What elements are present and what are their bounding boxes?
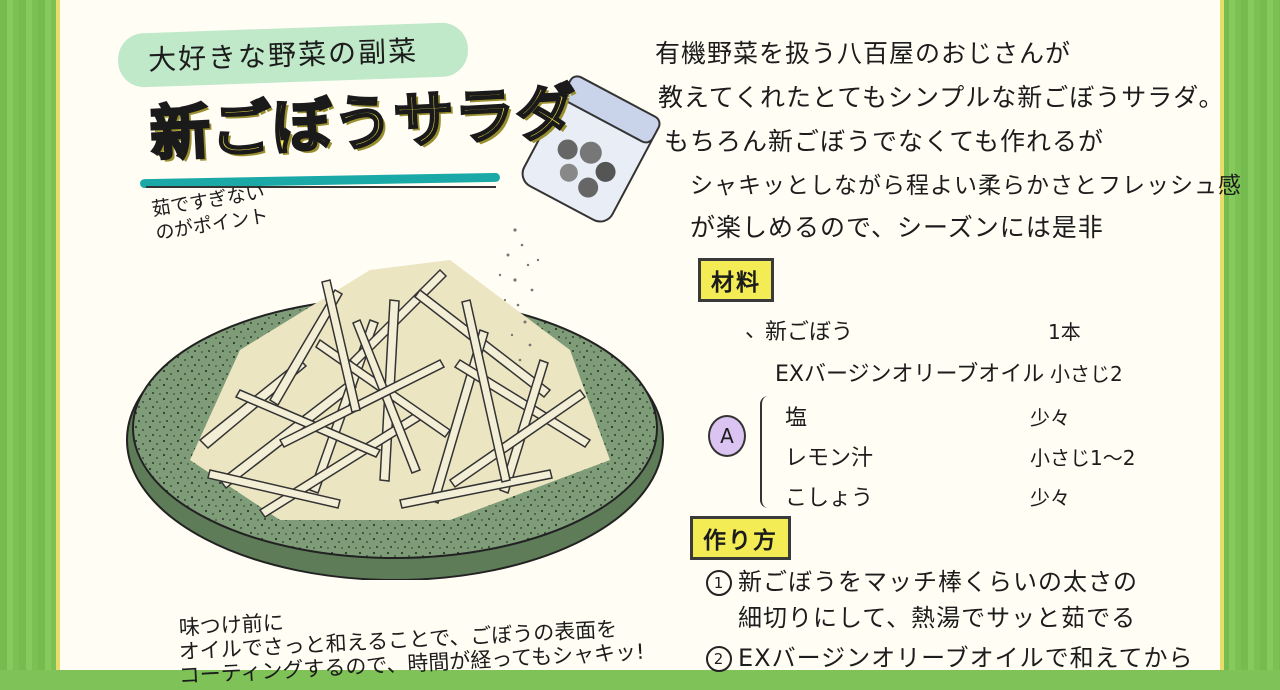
- group-brace: [760, 396, 774, 508]
- intro-line-5: が楽しめるので、シーズンには是非: [690, 213, 1104, 242]
- intro-line-2: 教えてくれたとてもシンプルな新ごぼうサラダ。: [658, 83, 1225, 112]
- step-number: 2: [706, 646, 732, 672]
- intro-line-1: 有機野菜を扱う八百屋のおじさんが: [655, 39, 1072, 68]
- intro-line-3: もちろん新ごぼうでなくても作れるが: [664, 127, 1105, 156]
- title-underline-thin: [146, 186, 496, 188]
- ingredient-name: 新ごぼう: [765, 320, 854, 345]
- step-text: 新ごぼうをマッチ棒くらいの太さの: [738, 568, 1138, 596]
- group-ingredient-qty: 少々: [1030, 486, 1070, 510]
- ingredient-marker: 、: [745, 318, 768, 343]
- group-ingredient-name: 塩: [785, 406, 808, 431]
- ingredient-qty: 小さじ2: [1050, 362, 1123, 386]
- intro-line-4: シャキッとしながら程よい柔らかさとフレッシュ感: [690, 173, 1242, 199]
- method-heading: 作り方: [690, 516, 791, 560]
- ingredients-heading: 材料: [698, 258, 774, 302]
- left-frame-border: [0, 0, 58, 670]
- ingredient-qty: 1本: [1048, 320, 1081, 344]
- salad-illustration: [126, 75, 664, 580]
- ingredient-name: EXバージンオリーブオイル: [775, 362, 1045, 387]
- group-ingredient-name: こしょう: [785, 486, 874, 511]
- burdock-pile: [190, 260, 610, 520]
- salt-shaker-icon: [498, 75, 661, 362]
- group-a-badge: A: [708, 415, 746, 457]
- step-text: EXバージンオリーブオイルで和えてから: [738, 644, 1194, 672]
- method-step-continuation: 細切りにして、熱湯でサッと茹でる: [738, 604, 1137, 632]
- step-number: 1: [706, 570, 732, 596]
- group-ingredient-qty: 小さじ1〜2: [1030, 446, 1136, 470]
- right-frame-border: [1222, 0, 1280, 670]
- group-ingredient-name: レモン汁: [785, 446, 874, 471]
- group-ingredient-qty: 少々: [1030, 406, 1070, 430]
